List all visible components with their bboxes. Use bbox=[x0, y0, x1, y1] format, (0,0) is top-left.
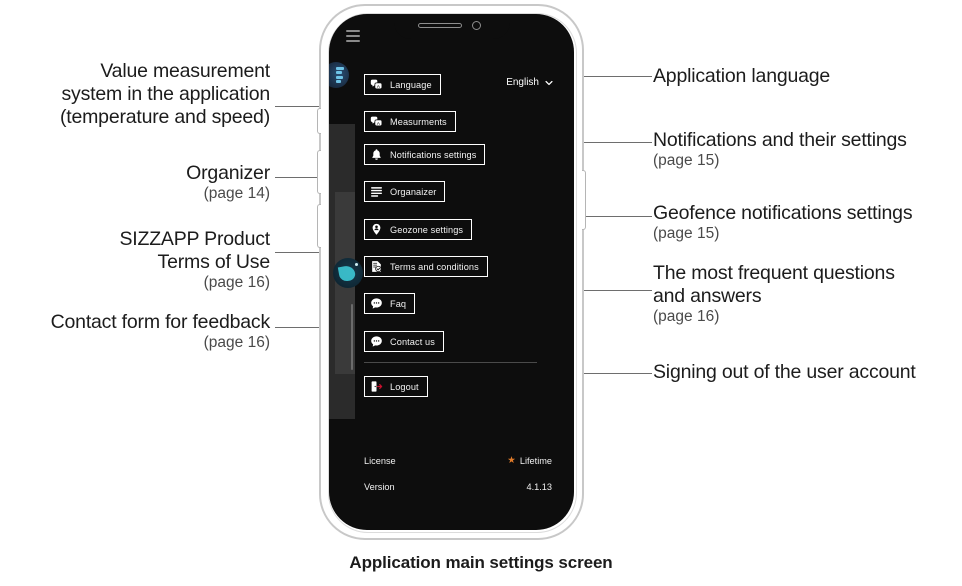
annotation-left-contact-page: (page 16) bbox=[203, 334, 270, 351]
menu-item-faq-label: Faq bbox=[390, 298, 407, 309]
menu-item-language-label: Language bbox=[390, 79, 432, 90]
front-camera-icon bbox=[471, 21, 481, 30]
settings-menu-list: A Language A Measurments Notifications s… bbox=[329, 14, 574, 530]
menu-item-contact-us[interactable]: Contact us bbox=[364, 331, 444, 352]
chevron-down-icon bbox=[544, 78, 554, 88]
annotation-left-organizer-page: (page 14) bbox=[203, 185, 270, 202]
bell-icon bbox=[370, 148, 383, 161]
annotation-left-contact-title: Contact form for feedback bbox=[50, 311, 271, 333]
menu-item-logout-label: Logout bbox=[390, 381, 419, 392]
version-label: Version bbox=[364, 482, 395, 492]
annotation-right-geofence-title: Geofence notifications settings bbox=[653, 202, 913, 224]
annotation-right-notifications: Notifications and their settings (page 1… bbox=[653, 129, 958, 170]
figure-caption: Application main settings screen bbox=[349, 553, 613, 572]
annotation-right-language: Application language bbox=[653, 65, 958, 88]
menu-item-geozone-settings[interactable]: Geozone settings bbox=[364, 219, 473, 240]
map-pin-person-icon bbox=[370, 223, 383, 236]
phone-notch bbox=[393, 14, 510, 39]
menu-item-measurements-label: Measurments bbox=[390, 116, 447, 127]
chat-bubble-icon bbox=[370, 335, 383, 348]
menu-item-organizer-label: Organaizer bbox=[390, 186, 437, 197]
annotation-left-terms-page: (page 16) bbox=[203, 274, 270, 291]
document-check-icon bbox=[370, 260, 383, 273]
logout-door-arrow-icon bbox=[370, 380, 383, 393]
menu-divider bbox=[364, 362, 537, 363]
language-translate-icon: A bbox=[370, 78, 383, 91]
earpiece-speaker-icon bbox=[417, 23, 462, 28]
language-translate-icon: A bbox=[370, 115, 383, 128]
menu-item-geozone-settings-label: Geozone settings bbox=[390, 224, 464, 235]
annotation-right-faq-page: (page 16) bbox=[653, 308, 720, 325]
gps-signal-widget-icon[interactable] bbox=[333, 258, 363, 288]
menu-item-terms-and-conditions-label: Terms and conditions bbox=[390, 261, 479, 272]
license-value-group: ★ Lifetime bbox=[507, 456, 552, 466]
menu-item-terms-and-conditions[interactable]: Terms and conditions bbox=[364, 256, 488, 277]
phone-power-button[interactable] bbox=[582, 170, 586, 230]
menu-item-contact-us-label: Contact us bbox=[390, 336, 435, 347]
annotation-right-language-title: Application language bbox=[653, 65, 831, 87]
speed-gauge-widget-icon[interactable] bbox=[329, 62, 349, 88]
menu-item-notifications-settings[interactable]: Notifications settings bbox=[364, 144, 486, 165]
phone-mute-switch[interactable] bbox=[317, 108, 321, 134]
phone-volume-down-button[interactable] bbox=[317, 204, 321, 248]
language-value-dropdown[interactable]: English bbox=[506, 77, 554, 88]
hamburger-menu-icon[interactable] bbox=[346, 30, 360, 42]
license-label: License bbox=[364, 456, 396, 466]
list-lines-icon bbox=[370, 185, 383, 198]
annotation-right-notifications-page: (page 15) bbox=[653, 152, 720, 169]
star-icon: ★ bbox=[507, 455, 516, 467]
phone-screen: A Language A Measurments Notifications s… bbox=[329, 14, 574, 530]
license-info-row: License ★ Lifetime bbox=[364, 456, 552, 466]
annotation-right-geofence-page: (page 15) bbox=[653, 225, 720, 242]
language-value-label: English bbox=[506, 77, 539, 88]
menu-item-faq[interactable]: Faq bbox=[364, 293, 416, 314]
drawer-scrollbar[interactable] bbox=[351, 304, 353, 370]
chat-bubble-icon bbox=[370, 297, 383, 310]
version-info-row: Version 4.1.13 bbox=[364, 482, 552, 492]
svg-text:A: A bbox=[377, 121, 381, 127]
annotation-right-notifications-title: Notifications and their settings bbox=[653, 129, 907, 151]
annotation-left-organizer-title: Organizer bbox=[186, 162, 270, 184]
annotation-right-logout-title: Signing out of the user account bbox=[653, 361, 916, 383]
annotation-right-logout: Signing out of the user account bbox=[653, 361, 958, 384]
version-value: 4.1.13 bbox=[526, 482, 552, 492]
annotation-left-contact: Contact form for feedback (page 16) bbox=[0, 311, 271, 352]
phone-volume-up-button[interactable] bbox=[317, 150, 321, 194]
annotation-left-organizer: Organizer (page 14) bbox=[0, 162, 270, 203]
menu-item-measurements[interactable]: A Measurments bbox=[364, 111, 456, 132]
menu-item-language[interactable]: A Language bbox=[364, 74, 441, 95]
svg-text:A: A bbox=[377, 84, 381, 90]
menu-item-logout[interactable]: Logout bbox=[364, 376, 428, 397]
license-value: Lifetime bbox=[519, 456, 552, 466]
annotation-right-geofence: Geofence notifications settings (page 15… bbox=[653, 202, 958, 243]
menu-item-notifications-settings-label: Notifications settings bbox=[390, 149, 477, 160]
menu-item-organizer[interactable]: Organaizer bbox=[364, 181, 446, 202]
